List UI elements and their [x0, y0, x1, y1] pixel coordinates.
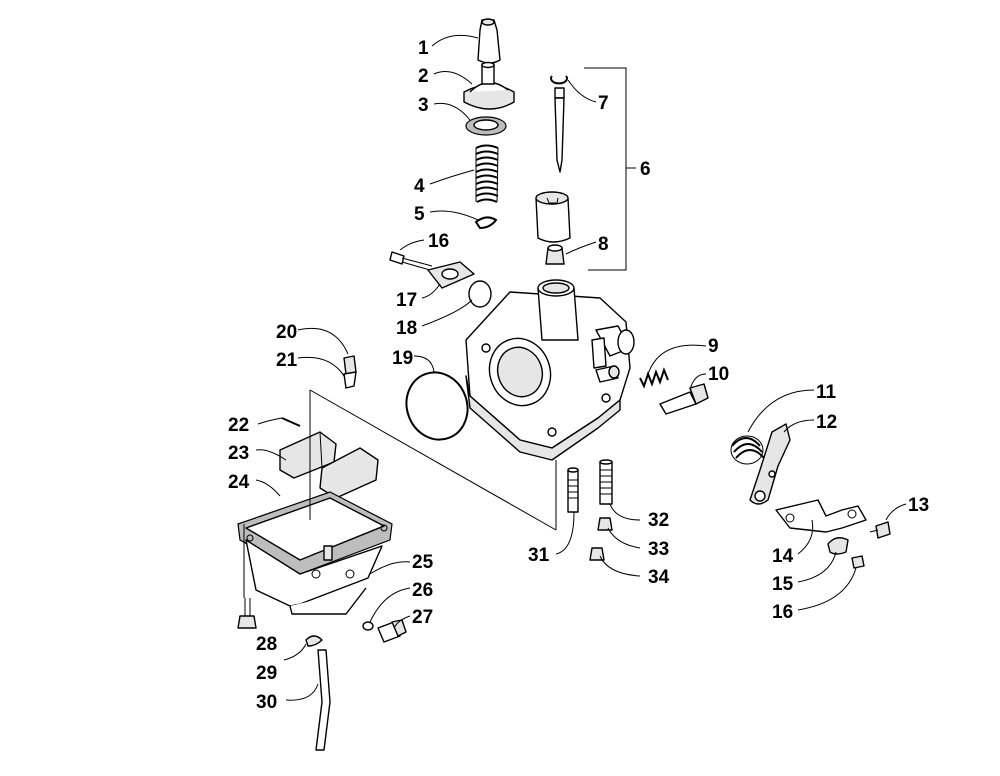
part-28-screw	[237, 598, 257, 629]
part-6-slide	[535, 191, 571, 243]
part-23-floats	[279, 431, 379, 499]
label-16-upper: 16	[428, 231, 449, 252]
label-1: 1	[418, 38, 429, 59]
part-8-jet	[545, 244, 565, 265]
label-6: 6	[640, 159, 651, 180]
part-27-screw	[377, 619, 407, 643]
part-19-oring	[405, 371, 469, 441]
part-16-bolt	[389, 251, 433, 271]
label-19: 19	[392, 348, 413, 369]
label-33: 33	[648, 539, 669, 560]
part-20-21-float-valve	[343, 355, 357, 389]
label-30: 30	[256, 692, 277, 713]
label-9: 9	[708, 336, 719, 357]
part-29-clip	[305, 635, 323, 647]
label-31: 31	[528, 545, 550, 566]
label-15: 15	[772, 574, 794, 595]
label-10: 10	[708, 364, 729, 385]
part-25-float-bowl	[237, 491, 393, 615]
part-34-jet	[589, 547, 605, 561]
leader-lines	[243, 34, 907, 701]
label-22: 22	[228, 415, 249, 436]
part-12-lever	[749, 423, 791, 505]
carburetor-body	[465, 279, 635, 461]
callout-labels: 1 2 3 4 5 6 7 8 9 10 11 12 13 14 15 16 1…	[228, 38, 929, 713]
part-7-clip	[550, 75, 568, 85]
label-4: 4	[414, 176, 425, 197]
part-16-screw	[851, 555, 865, 569]
part-4-spring	[475, 144, 499, 203]
label-11: 11	[816, 382, 837, 403]
part-22-pin	[281, 417, 301, 427]
label-5: 5	[414, 204, 425, 225]
part-10-screw	[659, 383, 709, 415]
part-17-plate	[427, 261, 475, 289]
part-2-top-nut	[463, 61, 515, 110]
label-2: 2	[418, 66, 429, 87]
part-13-screw	[869, 521, 891, 539]
part-5-clip	[474, 216, 498, 230]
part-14-bracket	[775, 499, 867, 533]
part-11-spring	[730, 435, 765, 465]
label-18: 18	[396, 318, 417, 339]
assembly-guide-lines	[309, 389, 557, 531]
part-18-oring	[468, 280, 492, 308]
part-33-jet	[597, 517, 613, 531]
part-31-jet	[567, 467, 579, 513]
label-14: 14	[772, 546, 794, 567]
part-26-washer	[362, 621, 374, 631]
part-1-cap	[477, 18, 501, 64]
label-17: 17	[396, 290, 417, 311]
part-3-washer	[465, 116, 507, 136]
label-12: 12	[816, 412, 837, 433]
label-25: 25	[412, 552, 434, 573]
label-16-lower: 16	[772, 602, 793, 623]
label-32: 32	[648, 510, 669, 531]
part-30-hose	[315, 649, 331, 751]
label-27: 27	[412, 607, 433, 628]
label-7: 7	[598, 93, 609, 114]
label-8: 8	[598, 234, 609, 255]
part-drawings	[237, 18, 891, 751]
label-23: 23	[228, 443, 249, 464]
label-34: 34	[648, 567, 670, 588]
part-15-clamp	[827, 537, 849, 555]
label-20: 20	[276, 322, 297, 343]
label-21: 21	[276, 350, 298, 371]
part-6-needle	[554, 87, 565, 173]
label-29: 29	[256, 663, 277, 684]
label-26: 26	[412, 580, 433, 601]
label-3: 3	[418, 95, 429, 116]
label-24: 24	[228, 472, 250, 493]
part-32-needle-jet	[599, 459, 613, 505]
part-9-spring	[639, 367, 669, 389]
label-28: 28	[256, 634, 277, 655]
label-13: 13	[908, 495, 929, 516]
